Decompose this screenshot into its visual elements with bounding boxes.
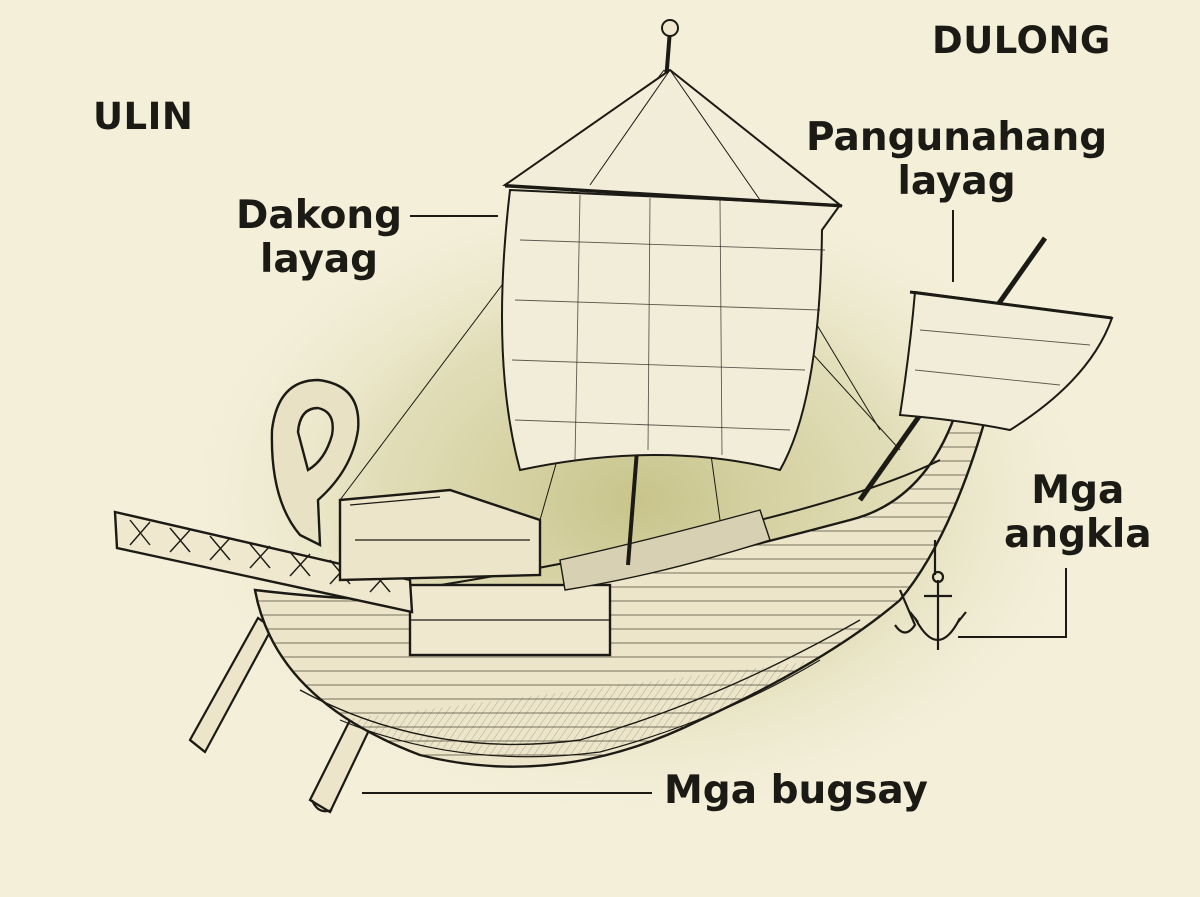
stern-direction-label: ULIN — [93, 95, 194, 138]
oars-label: Mga bugsay — [664, 768, 928, 813]
leader-lines — [362, 210, 1067, 794]
anchors-label-line-2: angkla — [1004, 511, 1152, 557]
foresail-label: Pangunahang layag — [806, 116, 1107, 203]
hull-drawing — [113, 397, 987, 768]
swan-figurehead-drawing — [270, 378, 360, 547]
foresail-drawing — [857, 236, 1114, 502]
bow-direction-label: DULONG — [932, 19, 1111, 62]
anchors-drawing — [894, 540, 967, 650]
anchors-leader-line — [958, 568, 1067, 638]
mainsail-label-line-2: layag — [259, 236, 379, 282]
mainsail-label-line-1: Dakong — [236, 193, 403, 238]
anchors-label-line-1: Mga — [1031, 468, 1125, 513]
foresail-label-line-1: Pangunahang — [806, 115, 1108, 160]
foresail-label-line-2: layag — [897, 158, 1016, 204]
mainsail-drawing — [501, 68, 844, 472]
mainsail-label: Dakong layag — [236, 194, 402, 281]
anchors-label: Mga angkla — [1004, 469, 1152, 556]
